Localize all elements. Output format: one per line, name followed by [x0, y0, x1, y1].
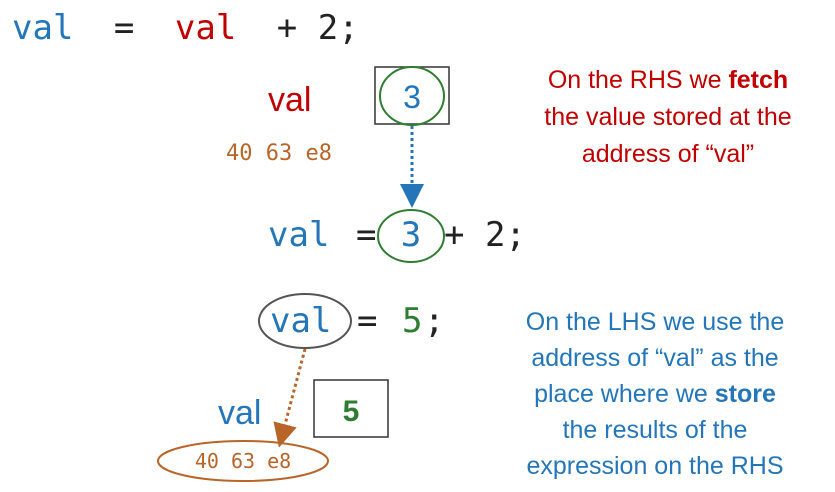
memory-bottom-address: 40 63 e8 [195, 449, 291, 473]
note-lhs-line-3: place where we store [534, 380, 776, 408]
line2-var: val [268, 215, 329, 255]
line3-eq: = [357, 301, 377, 341]
memory-bottom-label: val [218, 394, 261, 432]
line1-var: val [12, 8, 73, 48]
note-lhs: On the LHS we use the address of “val” a… [526, 308, 784, 480]
line2-value-circle [377, 209, 445, 263]
svg-text:val = val +: val = val + 2; [12, 8, 359, 48]
line2-rest: + 2; [444, 215, 526, 255]
line1-eq: = [114, 8, 134, 48]
store-arrow [273, 348, 307, 448]
line1-rhs-var: val [175, 8, 236, 48]
note-lhs-line-4: the results of the [563, 416, 748, 444]
line3-var: val [270, 301, 331, 341]
note-rhs-line-3: address of “val” [582, 140, 754, 168]
line3-semicolon: ; [424, 301, 444, 341]
memory-cell-bottom: val 5 40 63 e8 [157, 379, 389, 482]
memory-bottom-address-circle [157, 440, 329, 482]
line3-value: 5 [402, 301, 422, 341]
memory-top-address: 40 63 e8 [226, 141, 332, 166]
line2-eq: = [356, 215, 376, 255]
note-rhs: On the RHS we fetch the value stored at … [544, 66, 791, 168]
code-line-1: val = val + 2; [12, 8, 359, 48]
code-line-2: val = 3 + 2; [268, 209, 526, 263]
note-lhs-line-1: On the LHS we use the [526, 308, 784, 336]
note-rhs-line-2: the value stored at the [544, 103, 791, 131]
memory-top-label: val [268, 81, 311, 119]
note-lhs-line-5: expression on the RHS [526, 452, 783, 480]
memory-top-value: 3 [403, 79, 421, 115]
memory-bottom-value: 5 [343, 395, 360, 428]
code-line-3: val = 5 ; [258, 293, 444, 349]
line1-rest: + 2; [277, 8, 359, 48]
memory-cell-top: val 3 40 63 e8 [226, 66, 450, 166]
note-lhs-line-2: address of “val” as the [531, 344, 778, 372]
memory-top-value-circle [379, 66, 445, 126]
memory-bottom-box [313, 379, 389, 438]
line3-var-circle [258, 293, 352, 349]
note-rhs-line-1: On the RHS we fetch [548, 66, 788, 94]
line2-value: 3 [401, 215, 421, 255]
